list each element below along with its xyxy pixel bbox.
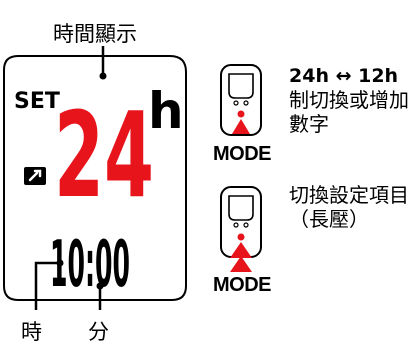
device-press-icon — [220, 64, 262, 136]
lcd-frame — [3, 55, 187, 301]
instruction-long-press: 切換設定項目 （長壓） — [289, 183, 409, 231]
instruction-long-press-text: 切換設定項目 — [289, 183, 409, 207]
mode-button-label-press: MODE — [213, 143, 272, 165]
hour-pointer-dot — [56, 259, 64, 267]
time-display-label: 時間顯示 — [53, 22, 137, 46]
hour-label: 時 — [21, 320, 42, 344]
hour-format-digits: 24 — [54, 86, 154, 224]
set-indicator: SET — [14, 89, 60, 114]
minute-label: 分 — [88, 320, 109, 344]
display-pointer-dot — [99, 72, 107, 80]
instruction-press-text: 制切換或增加數字 — [289, 88, 409, 136]
instruction-press: 24h ↔ 12h 制切換或增加數字 — [289, 64, 409, 136]
hour-format-unit: h — [148, 82, 184, 140]
instruction-press-title: 24h ↔ 12h — [289, 65, 399, 87]
mode-button-label-long-press: MODE — [213, 274, 272, 296]
hour-pointer-line — [34, 261, 60, 310]
instruction-long-press-note: （長壓） — [289, 207, 369, 231]
time-digits: 10:00 — [50, 228, 130, 302]
device-long-press-icon — [220, 186, 262, 272]
wrench-badge-icon — [24, 167, 46, 185]
minute-pointer-dot — [96, 282, 104, 290]
